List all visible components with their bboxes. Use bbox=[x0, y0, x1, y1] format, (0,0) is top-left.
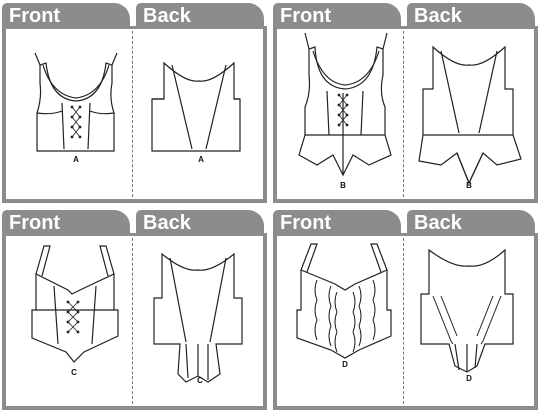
view-c-back-drawing bbox=[153, 252, 243, 383]
view-d-front-drawing bbox=[296, 243, 392, 359]
view-c-panel: Front Back C C bbox=[2, 210, 267, 410]
back-tab: Back bbox=[407, 210, 535, 237]
front-tab: Front bbox=[273, 3, 401, 30]
view-a-back-drawing bbox=[151, 61, 241, 152]
back-tab: Back bbox=[136, 210, 264, 237]
view-b-front-drawing bbox=[298, 32, 392, 177]
view-b-back-drawing bbox=[418, 45, 522, 185]
back-tab: Back bbox=[136, 3, 264, 30]
dashed-divider bbox=[132, 238, 133, 404]
view-c-front-drawing bbox=[31, 245, 119, 363]
front-tab: Front bbox=[273, 210, 401, 237]
back-tab: Back bbox=[407, 3, 535, 30]
front-tab: Front bbox=[2, 3, 130, 30]
view-d-panel: Front Back D D bbox=[273, 210, 538, 410]
view-a-back-label: A bbox=[198, 155, 204, 164]
dashed-divider bbox=[403, 31, 404, 197]
view-c-front-label: C bbox=[71, 368, 77, 377]
dashed-divider bbox=[132, 31, 133, 197]
view-b-back-label: B bbox=[466, 181, 472, 190]
view-b-front-label: B bbox=[340, 181, 346, 190]
view-a-front-drawing bbox=[34, 52, 118, 152]
view-a-panel: Front Back A A bbox=[2, 3, 267, 203]
front-tab: Front bbox=[2, 210, 130, 237]
view-d-back-label: D bbox=[466, 374, 472, 383]
view-a-front-label: A bbox=[73, 155, 79, 164]
view-d-back-drawing bbox=[420, 248, 514, 373]
view-b-panel: Front Back B B bbox=[273, 3, 538, 203]
view-c-back-label: C bbox=[197, 376, 203, 385]
view-d-front-label: D bbox=[342, 360, 348, 369]
dashed-divider bbox=[403, 238, 404, 404]
